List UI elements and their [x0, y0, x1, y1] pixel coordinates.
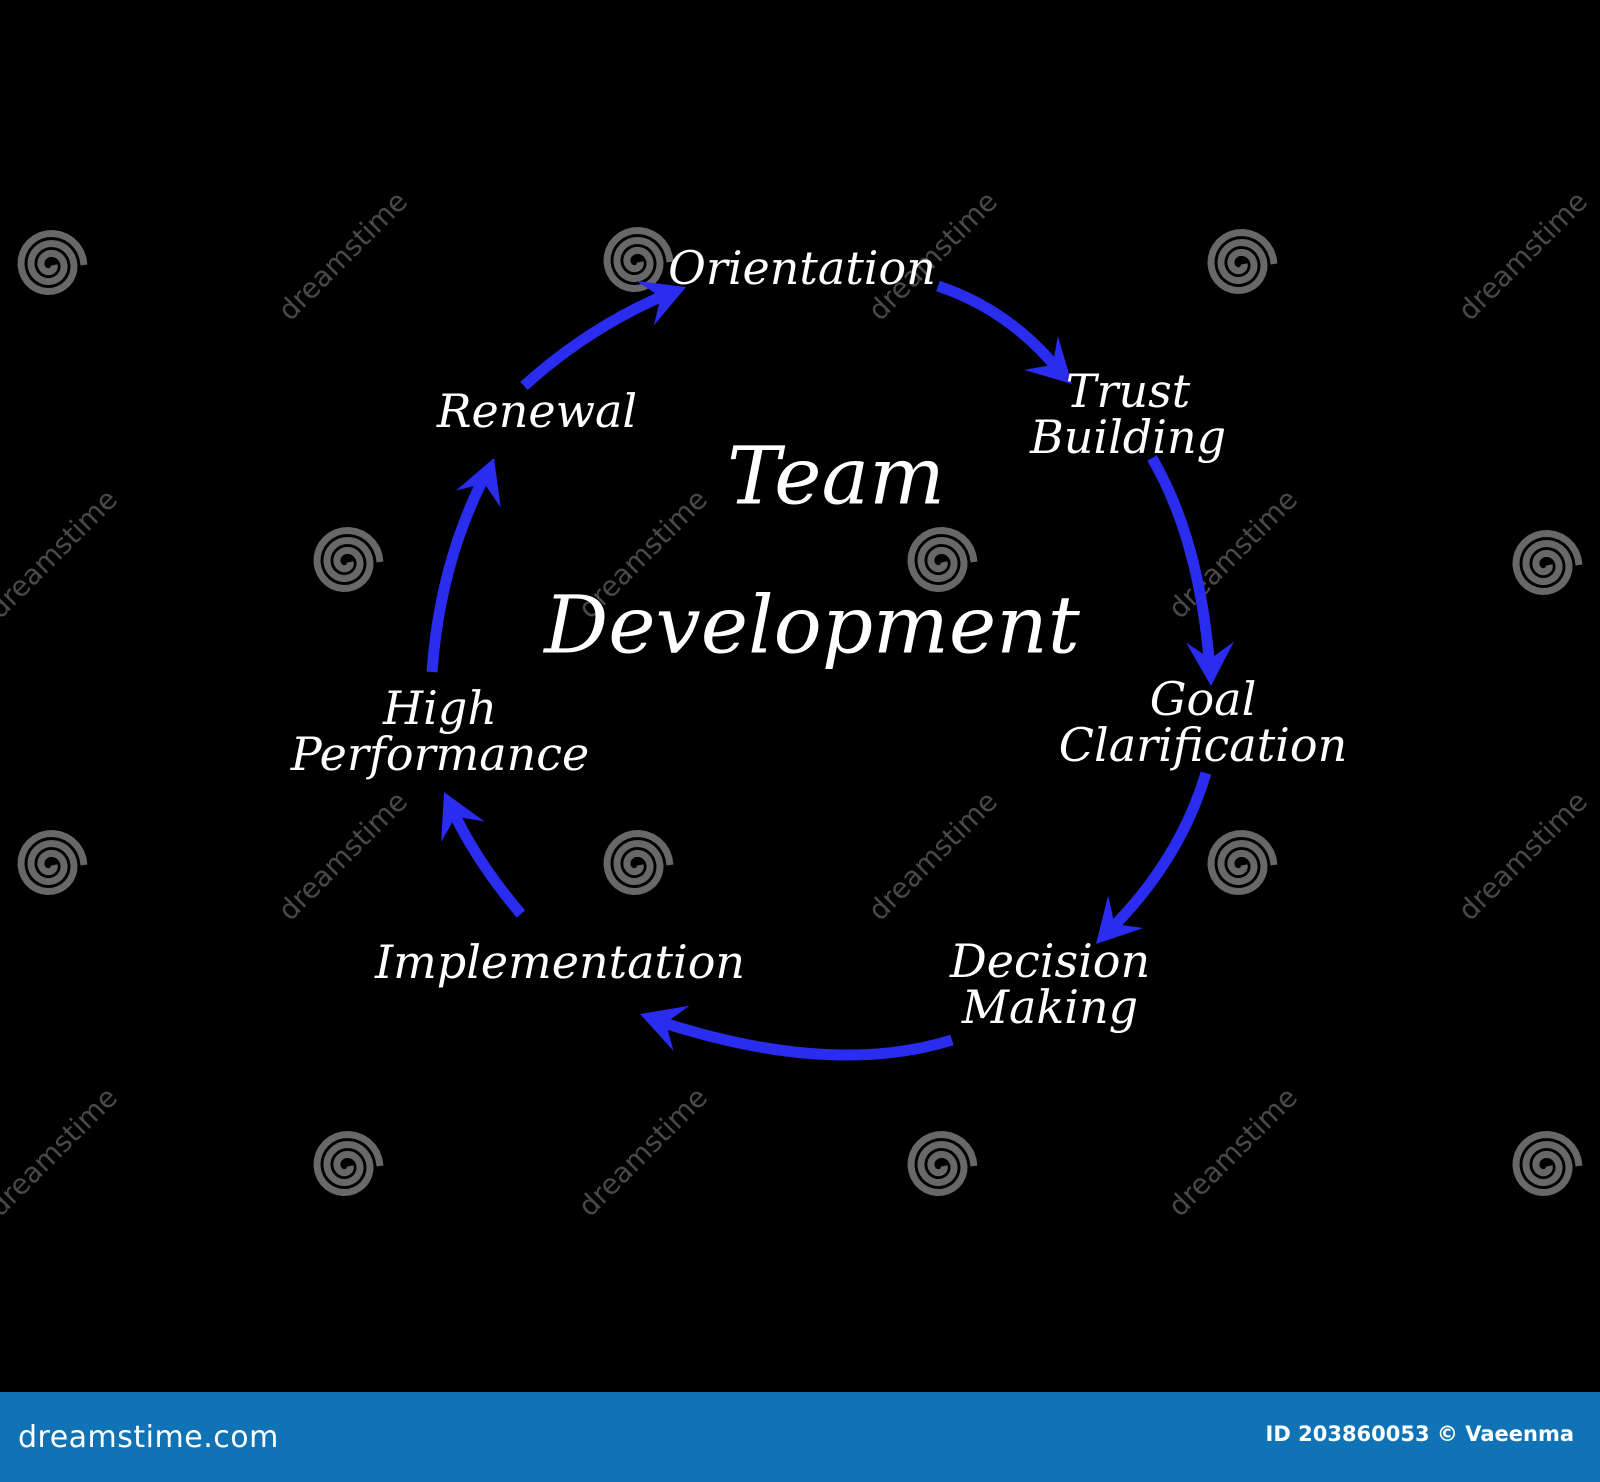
stage-orientation: Orientation: [668, 245, 936, 291]
spiral-logo-icon: [313, 526, 384, 593]
spiral-logo-icon: [17, 829, 88, 896]
stage-goal-clarification: Goal Clarification: [1059, 676, 1347, 768]
stage-goal-clarification-line1: Goal: [1149, 672, 1257, 726]
stage-implementation: Implementation: [375, 939, 745, 985]
arrow-orientation-to-trust-shaft: [936, 280, 1065, 376]
arrow-renewal-to-orientation: [520, 280, 686, 391]
title-line-2: Development: [544, 578, 1080, 672]
cycle-arrows: [426, 280, 1235, 1061]
arrow-decision-to-implementation: [640, 1005, 954, 1061]
stage-trust-building-line2: Building: [1029, 410, 1227, 464]
spiral-logo-icon: [1512, 1130, 1583, 1197]
stage-orientation-label: Orientation: [668, 241, 936, 295]
arrow-decision-to-implementation-shaft: [653, 1014, 954, 1061]
spiral-logo-icon: [1512, 529, 1583, 596]
footer-credit: ID 203860053 © Vaeenma: [1265, 1422, 1574, 1446]
arrow-goal-to-decision: [1096, 771, 1212, 944]
arrow-highperf-to-renewal-head: [455, 458, 501, 508]
stage-implementation-label: Implementation: [374, 935, 746, 989]
arrow-renewal-to-orientation-shaft: [520, 286, 675, 391]
spiral-logo-icon: [907, 1130, 978, 1197]
stage-trust-building-line1: Trust: [1065, 364, 1191, 418]
title-line-1: Team: [726, 429, 946, 523]
stage-decision-making-line2: Making: [961, 980, 1139, 1034]
stage-high-performance-line2: Performance: [290, 727, 590, 781]
arrow-trust-to-goal-head: [1186, 641, 1235, 686]
arrow-renewal-to-orientation-head: [636, 280, 686, 326]
arrow-trust-to-goal-shaft: [1147, 455, 1216, 671]
arrow-goal-to-decision-shaft: [1106, 771, 1212, 934]
arrow-highperf-to-renewal-shaft: [426, 467, 493, 673]
stock-footer-bar: dreamstime.com ID 203860053 © Vaeenma: [0, 1392, 1600, 1482]
stage-renewal-label: Renewal: [436, 384, 638, 438]
stage-trust-building: Trust Building: [1030, 368, 1226, 460]
stage-goal-clarification-line2: Clarification: [1058, 718, 1348, 772]
arrow-implementation-to-highperf: [441, 792, 526, 918]
arrow-decision-to-implementation-head: [640, 1005, 690, 1052]
stage-decision-making: Decision Making: [950, 938, 1150, 1030]
arrow-goal-to-decision-head: [1096, 895, 1144, 944]
arrow-implementation-to-highperf-head: [441, 792, 485, 843]
arrow-highperf-to-renewal: [426, 458, 501, 673]
arrow-orientation-to-trust-head: [1023, 335, 1072, 384]
spiral-logo-icon: [603, 226, 674, 293]
spiral-logo-icon: [1207, 829, 1278, 896]
stage-renewal: Renewal: [437, 388, 637, 434]
stage-high-performance: High Performance: [291, 685, 589, 777]
spiral-logo-icon: [907, 526, 978, 593]
spiral-logo-icon: [1207, 228, 1278, 295]
arrow-trust-to-goal: [1147, 455, 1235, 686]
arrow-orientation-to-trust: [936, 280, 1072, 384]
stage-high-performance-line1: High: [383, 681, 497, 735]
spiral-logo-icon: [313, 1130, 384, 1197]
footer-brand: dreamstime.com: [18, 1420, 279, 1455]
spiral-logo-icon: [17, 229, 88, 296]
stage-decision-making-line1: Decision: [949, 934, 1151, 988]
arrow-implementation-to-highperf-shaft: [444, 802, 526, 918]
spiral-logo-icon: [603, 829, 674, 896]
